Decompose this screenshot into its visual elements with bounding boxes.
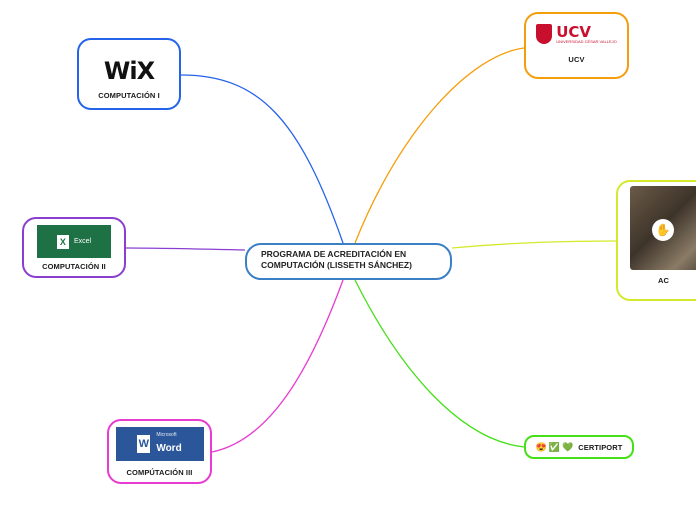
ucv-logo-sub: UNIVERSIDAD CÉSAR VALLEJO: [556, 38, 617, 44]
node-label-computacion-iii: COMPÚTACIÓN III: [126, 468, 193, 477]
wix-logo: WiX: [103, 57, 155, 85]
ucv-logo: UCV UNIVERSIDAD CÉSAR VALLEJO: [526, 24, 627, 44]
ucv-shield-icon: [536, 24, 553, 44]
excel-icon: X: [56, 234, 69, 249]
node-label-computacion-i: COMPUTACIÓN I: [98, 91, 160, 100]
link-ucv: [354, 47, 525, 244]
acreditacion-photo: ✋: [630, 186, 696, 270]
excel-logo-text: Excel: [73, 238, 92, 245]
node-certiport[interactable]: 😍 ✅ 💚 CERTIPORT: [524, 435, 634, 459]
central-title-line1: PROGRAMA DE ACREDITACIÓN EN: [261, 249, 407, 259]
excel-logo: X Excel: [37, 225, 111, 258]
link-certiport: [354, 279, 525, 448]
node-label-acreditacion: AC: [658, 276, 670, 285]
hand-icon: ✋: [652, 219, 674, 241]
node-computacion-i[interactable]: WiX COMPUTACIÓN I: [77, 38, 181, 110]
link-computacion-ii: [125, 247, 246, 251]
link-acreditacion: [451, 240, 617, 249]
node-computacion-iii[interactable]: W Microsoft Word COMPÚTACIÓN III: [107, 419, 212, 484]
node-acreditacion[interactable]: ✋ AC: [616, 180, 696, 301]
word-logo: W Microsoft Word: [115, 427, 204, 461]
ucv-logo-text: UCV: [556, 22, 591, 41]
node-label-computacion-ii: COMPUTACIÓN II: [42, 262, 106, 271]
green-heart-emoji-icon: 💚: [561, 441, 574, 452]
central-topic[interactable]: PROGRAMA DE ACREDITACIÓN EN COMPUTACIÓN …: [245, 243, 452, 280]
node-label-certiport: CERTIPORT: [578, 442, 623, 452]
check-mark-emoji-icon: ✅: [548, 441, 560, 452]
node-label-ucv: UCV: [568, 55, 585, 64]
link-computacion-iii: [211, 279, 344, 453]
central-title-line2: COMPUTACIÓN (LISSETH SÁNCHEZ): [261, 260, 412, 270]
word-icon: W: [137, 435, 151, 453]
node-ucv[interactable]: UCV UNIVERSIDAD CÉSAR VALLEJO UCV: [524, 12, 629, 79]
link-computacion-i: [180, 74, 344, 244]
heart-eyes-emoji-icon: 😍: [535, 441, 547, 452]
node-computacion-ii[interactable]: X Excel COMPUTACIÓN II: [22, 217, 126, 278]
word-logo-small: Microsoft: [156, 432, 177, 438]
word-logo-text: Word: [156, 443, 182, 454]
